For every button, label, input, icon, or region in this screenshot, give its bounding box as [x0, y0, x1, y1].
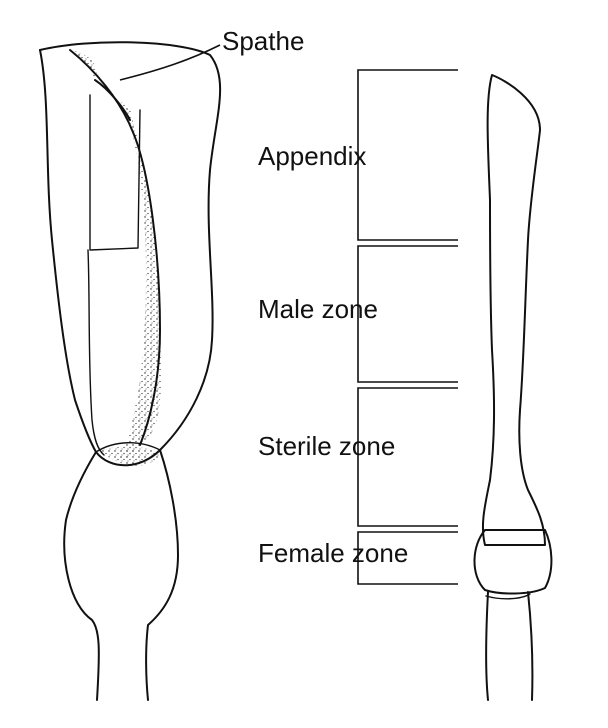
sterile-zone-label: Sterile zone	[258, 431, 395, 461]
appendix-bracket	[357, 69, 458, 241]
spathe-leader-line	[119, 44, 221, 81]
female-zone-label: Female zone	[258, 538, 408, 568]
male-zone-label: Male zone	[258, 294, 378, 324]
spathe-drawing	[39, 41, 222, 701]
female-zone-bracket	[357, 531, 458, 585]
spadix-drawing	[473, 74, 553, 701]
zone-brackets	[119, 44, 458, 585]
sterile-zone-bracket	[357, 387, 458, 527]
spathe-label: Spathe	[222, 26, 304, 56]
appendix-label: Appendix	[258, 141, 366, 171]
male-zone-bracket	[357, 245, 458, 383]
